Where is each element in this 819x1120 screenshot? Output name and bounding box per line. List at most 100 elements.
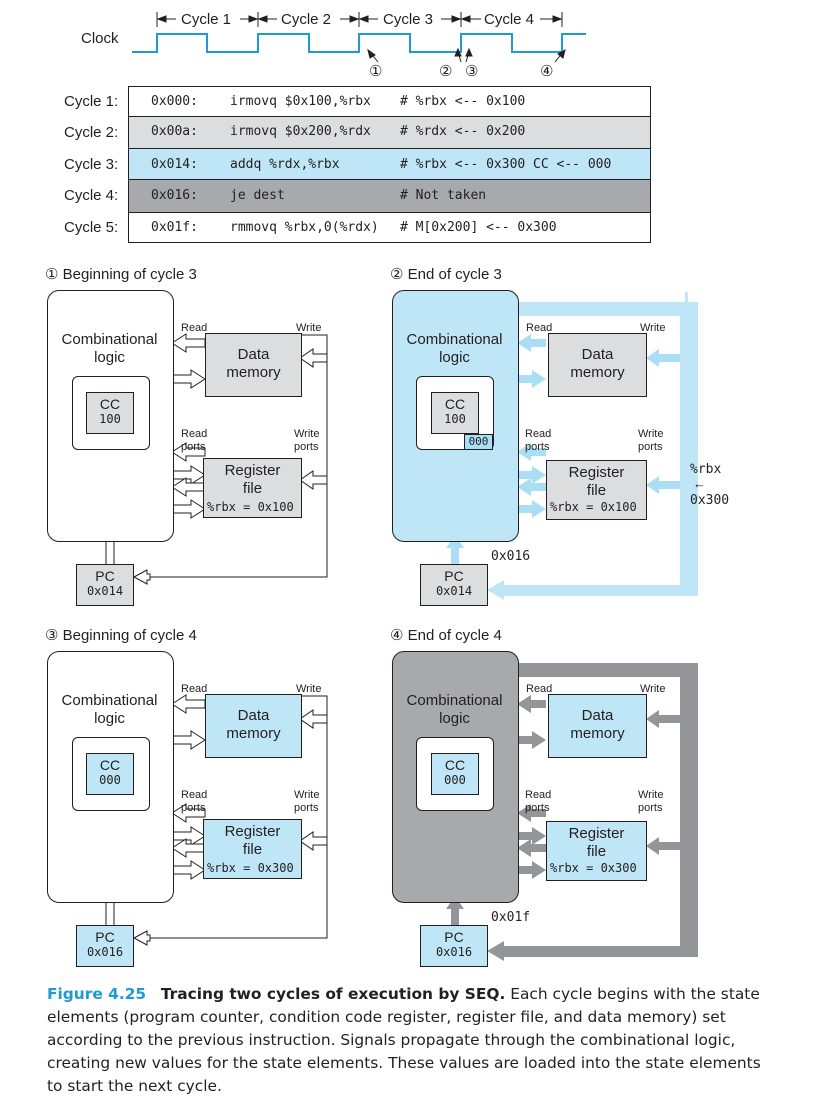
read-ports-label: Read ports <box>525 789 552 814</box>
combinational-logic-label: Combinational logic <box>406 692 503 727</box>
marker-3: ③ <box>465 63 479 80</box>
register-file-label: Register file <box>224 462 281 497</box>
register-file-label: Register file <box>568 825 625 860</box>
pc-value: 0x014 <box>435 584 473 598</box>
read-label: Read <box>181 322 208 334</box>
write-ports-label: Write ports <box>294 428 320 453</box>
cc-register: CC 100 <box>86 392 134 434</box>
register-file-value: %rbx = 0x300 <box>207 861 294 875</box>
pc-value: 0x014 <box>86 584 124 598</box>
read-ports-label: Read ports <box>181 428 208 453</box>
panel-title: ② End of cycle 3 <box>390 266 502 283</box>
pc-register: PC 0x014 <box>420 564 488 606</box>
cc-value: 000 <box>444 773 466 787</box>
cc-label: CC <box>444 396 466 412</box>
write-label: Write <box>640 322 666 334</box>
row-label: Cycle 5: <box>64 219 119 236</box>
data-memory-label: Data memory <box>570 346 625 381</box>
cc-label: CC <box>444 757 466 773</box>
pc-label: PC <box>95 568 115 584</box>
clock-waveform <box>132 12 586 63</box>
register-file-block: Register file %rbx = 0x300 <box>203 819 302 879</box>
pc-label: PC <box>444 568 464 584</box>
row-label: Cycle 3: <box>64 156 119 173</box>
row-instruction: irmovq $0x100,%rbx <box>230 94 371 109</box>
table-row: 0x014: addq %rdx,%rbx # %rbx <-- 0x300 C… <box>128 148 651 180</box>
write-label: Write <box>296 683 322 695</box>
cycle-3-label: Cycle 3 <box>383 11 434 28</box>
figure-caption: Figure 4.25 Tracing two cycles of execut… <box>47 983 777 1098</box>
row-label: Cycle 2: <box>64 124 119 141</box>
figure-title: Tracing two cycles of execution by SEQ. <box>160 985 506 1003</box>
read-label: Read <box>181 683 208 695</box>
figure-number: Figure 4.25 <box>47 985 147 1003</box>
register-file-block: Register file %rbx = 0x300 <box>546 821 647 881</box>
figure-text: Each cycle begins with the state element… <box>47 985 761 1095</box>
cc-register: CC 000 <box>86 753 134 795</box>
combinational-logic-label: Combinational logic <box>406 331 503 366</box>
combinational-logic-label: Combinational logic <box>61 331 158 366</box>
clock-label: Clock <box>81 30 119 47</box>
write-ports-label: Write ports <box>294 789 320 814</box>
table-row: 0x016: je dest # Not taken <box>128 180 651 212</box>
write-ports-label: Write ports <box>638 428 664 453</box>
write-ports-label: Write ports <box>638 789 664 814</box>
marker-2: ② <box>439 63 453 80</box>
cc-value: 100 <box>99 412 121 426</box>
cc-label: CC <box>99 396 121 412</box>
data-memory-block: Data memory <box>205 333 302 397</box>
row-instruction: addq %rdx,%rbx <box>230 157 340 172</box>
cc-register: CC 100 <box>431 392 479 434</box>
write-label: Write <box>640 683 666 695</box>
row-instruction: irmovq $0x200,%rdx <box>230 124 371 139</box>
data-memory-label: Data memory <box>226 346 281 381</box>
read-ports-label: Read ports <box>181 789 208 814</box>
row-comment: # %rbx <-- 0x100 <box>400 94 526 109</box>
pc-value: 0x016 <box>435 945 473 959</box>
write-label: Write <box>296 322 322 334</box>
read-label: Read <box>526 683 553 695</box>
row-label: Cycle 4: <box>64 187 119 204</box>
row-comment: # Not taken <box>400 188 487 203</box>
pc-label: PC <box>444 929 464 945</box>
marker-4: ④ <box>540 63 554 80</box>
new-pc-value: 0x016 <box>491 549 531 564</box>
table-row: 0x01f: rmmovq %rbx,0(%rdx) # M[0x200] <-… <box>128 212 651 243</box>
write-arrow: ← <box>693 476 706 491</box>
cc-label: CC <box>99 757 121 773</box>
row-instruction: je dest <box>230 188 285 203</box>
panel-title: ④ End of cycle 4 <box>390 627 502 644</box>
register-file-block: Register file %rbx = 0x100 <box>546 460 647 520</box>
register-file-label: Register file <box>568 464 625 499</box>
row-instruction: rmmovq %rbx,0(%rdx) <box>230 220 379 235</box>
marker-1: ① <box>369 63 383 80</box>
row-comment: # %rdx <-- 0x200 <box>400 124 526 139</box>
combinational-logic-label: Combinational logic <box>61 692 158 727</box>
row-comment: # M[0x200] <-- 0x300 <box>400 220 557 235</box>
pc-value: 0x016 <box>86 945 124 959</box>
row-address: 0x000: <box>151 94 198 109</box>
row-address: 0x016: <box>151 188 198 203</box>
table-row: 0x00a: irmovq $0x200,%rdx # %rdx <-- 0x2… <box>128 117 651 148</box>
read-label: Read <box>526 322 553 334</box>
row-address: 0x00a: <box>151 124 198 139</box>
data-memory-label: Data memory <box>570 707 625 742</box>
register-file-label: Register file <box>224 823 281 858</box>
data-memory-label: Data memory <box>226 707 281 742</box>
pc-register: PC 0x016 <box>76 925 134 967</box>
write-register-name: %rbx <box>690 462 722 477</box>
pc-register: PC 0x016 <box>420 925 488 967</box>
data-memory-block: Data memory <box>548 333 647 397</box>
panel-title: ③ Beginning of cycle 4 <box>45 627 197 644</box>
register-file-value: %rbx = 0x100 <box>550 500 637 514</box>
register-file-value: %rbx = 0x100 <box>207 500 294 514</box>
row-address: 0x014: <box>151 157 198 172</box>
cc-register: CC 000 <box>431 753 479 795</box>
new-pc-value: 0x01f <box>491 910 531 925</box>
register-file-block: Register file %rbx = 0x100 <box>203 458 302 518</box>
cc-new-value: 000 <box>464 434 493 450</box>
pc-label: PC <box>95 929 115 945</box>
cycle-1-label: Cycle 1 <box>181 11 232 28</box>
panel-title: ① Beginning of cycle 3 <box>45 266 197 283</box>
write-register-value: 0x300 <box>690 493 730 508</box>
